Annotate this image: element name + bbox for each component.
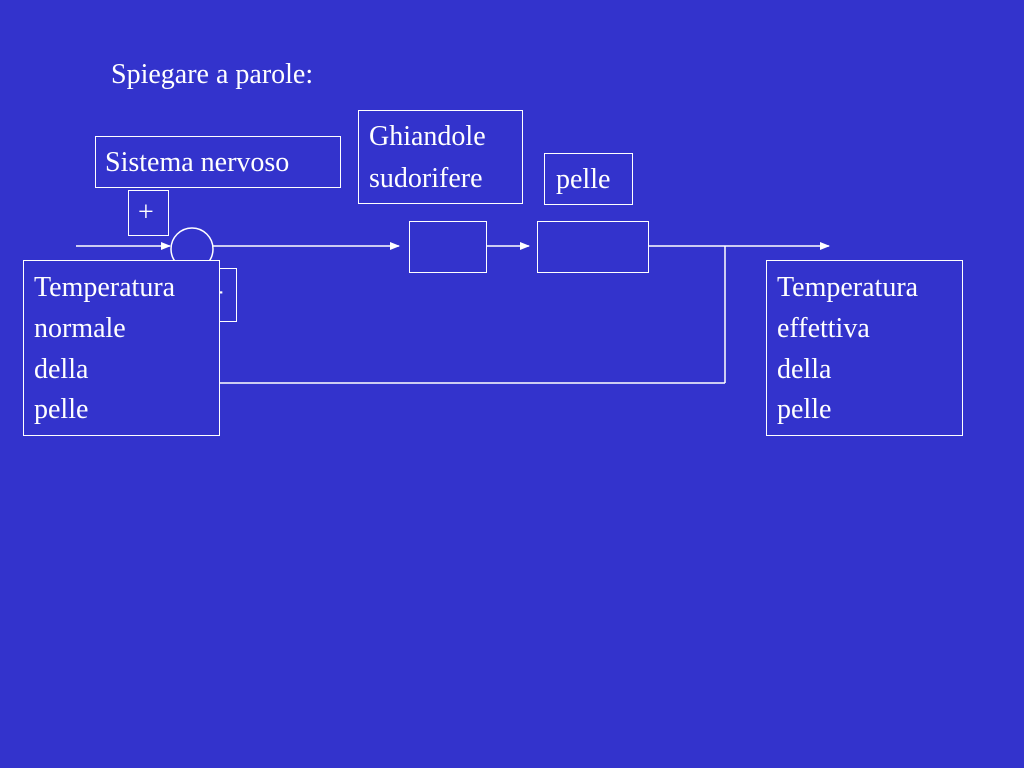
plant-block xyxy=(537,221,649,273)
output-line-3: della xyxy=(777,354,832,385)
diagram-title: Spiegare a parole: xyxy=(111,59,314,90)
actuator-block xyxy=(409,221,487,273)
actuator-label-box xyxy=(358,110,523,204)
reference-line-3: della xyxy=(34,354,89,385)
reference-line-2: normale xyxy=(34,313,126,344)
output-line-2: effettiva xyxy=(777,313,870,344)
actuator-label-line1: Ghiandole xyxy=(369,121,486,152)
reference-line-4: pelle xyxy=(34,394,89,425)
output-line-1: Temperatura xyxy=(777,272,919,303)
controller-label: Sistema nervoso xyxy=(105,147,290,178)
plus-sign-box xyxy=(128,190,169,236)
reference-line-1: Temperatura xyxy=(34,272,176,303)
output-line-4: pelle xyxy=(777,394,832,425)
reference-input-box xyxy=(23,260,220,436)
plus-sign: + xyxy=(138,197,154,228)
controller-box xyxy=(95,136,341,188)
plant-label-box xyxy=(544,153,633,205)
plant-label: pelle xyxy=(556,164,611,195)
output-box xyxy=(766,260,963,436)
actuator-label-line2: sudorifere xyxy=(369,163,483,194)
